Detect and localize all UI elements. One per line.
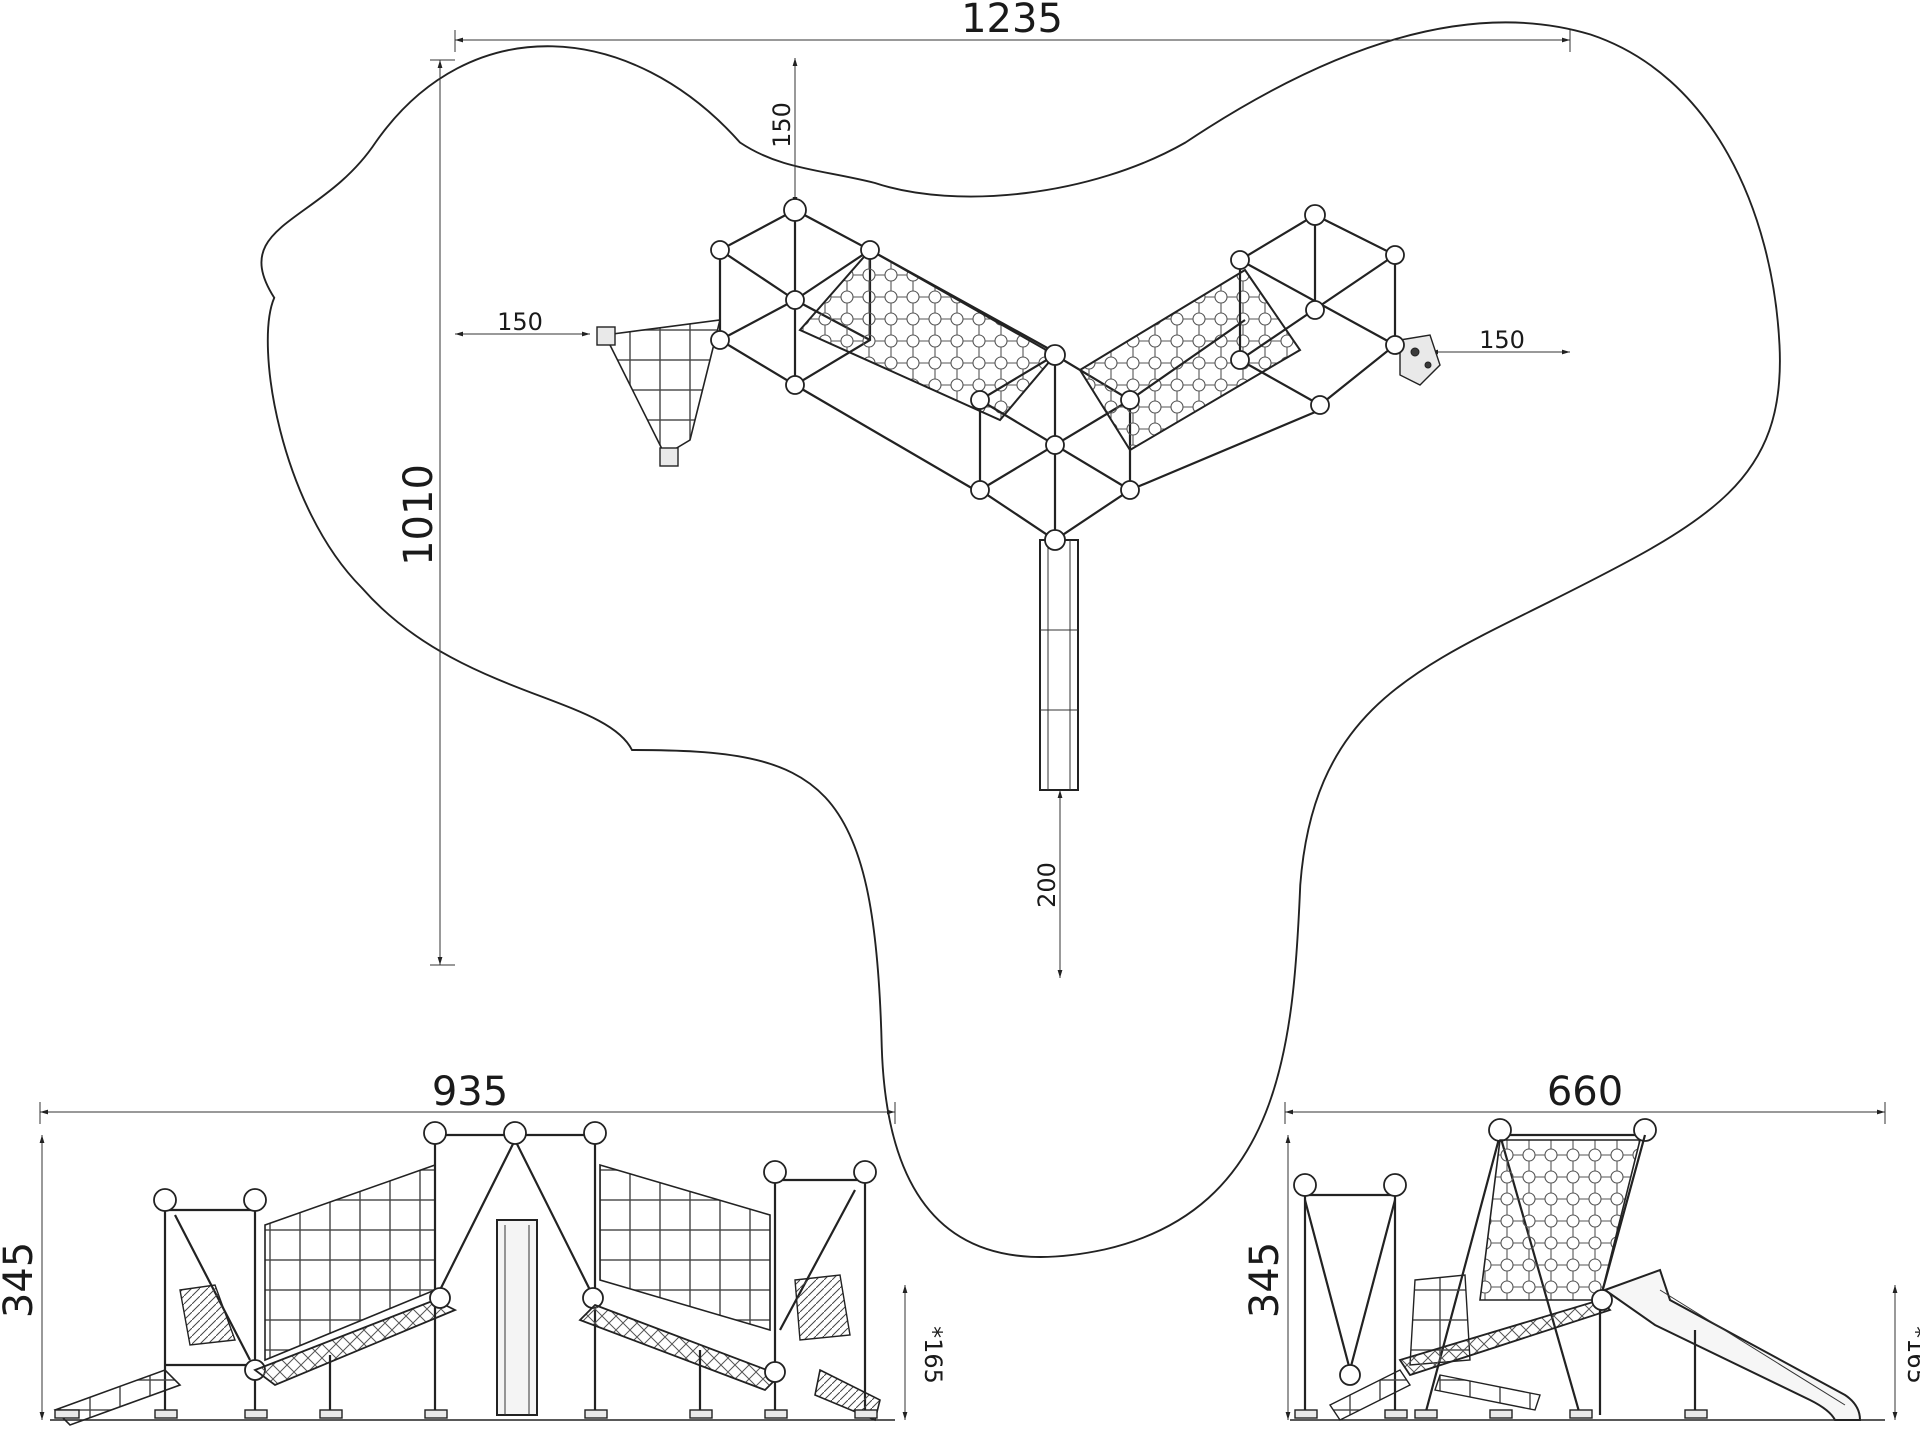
safety-zone-outline xyxy=(260,21,1781,1258)
side-view: 660 345 *165 xyxy=(1242,1069,1920,1421)
front-view-height: 345 xyxy=(0,1242,42,1318)
plan-structure xyxy=(596,198,1441,791)
front-view: 935 345 *165 xyxy=(0,1069,947,1426)
plan-nodes xyxy=(710,198,1405,551)
front-footings xyxy=(54,1409,878,1419)
dimension-overall-width: 1235 xyxy=(961,0,1063,42)
dimension-clearance-left: 150 xyxy=(497,308,543,336)
dimension-clearance-right: 150 xyxy=(1479,326,1525,354)
plan-view: 1235 1010 150 150 150 200 xyxy=(260,0,1781,1258)
dimension-clearance-bottom: 200 xyxy=(1033,862,1061,908)
side-view-width: 660 xyxy=(1547,1069,1623,1115)
side-view-height: 345 xyxy=(1242,1242,1288,1318)
dimension-clearance-top: 150 xyxy=(768,102,796,148)
dimension-overall-depth: 1010 xyxy=(396,464,442,566)
side-view-platform-height: *165 xyxy=(1902,1326,1920,1384)
side-footings xyxy=(1294,1409,1708,1419)
front-view-width: 935 xyxy=(432,1069,508,1115)
front-view-platform-height: *165 xyxy=(919,1326,947,1384)
